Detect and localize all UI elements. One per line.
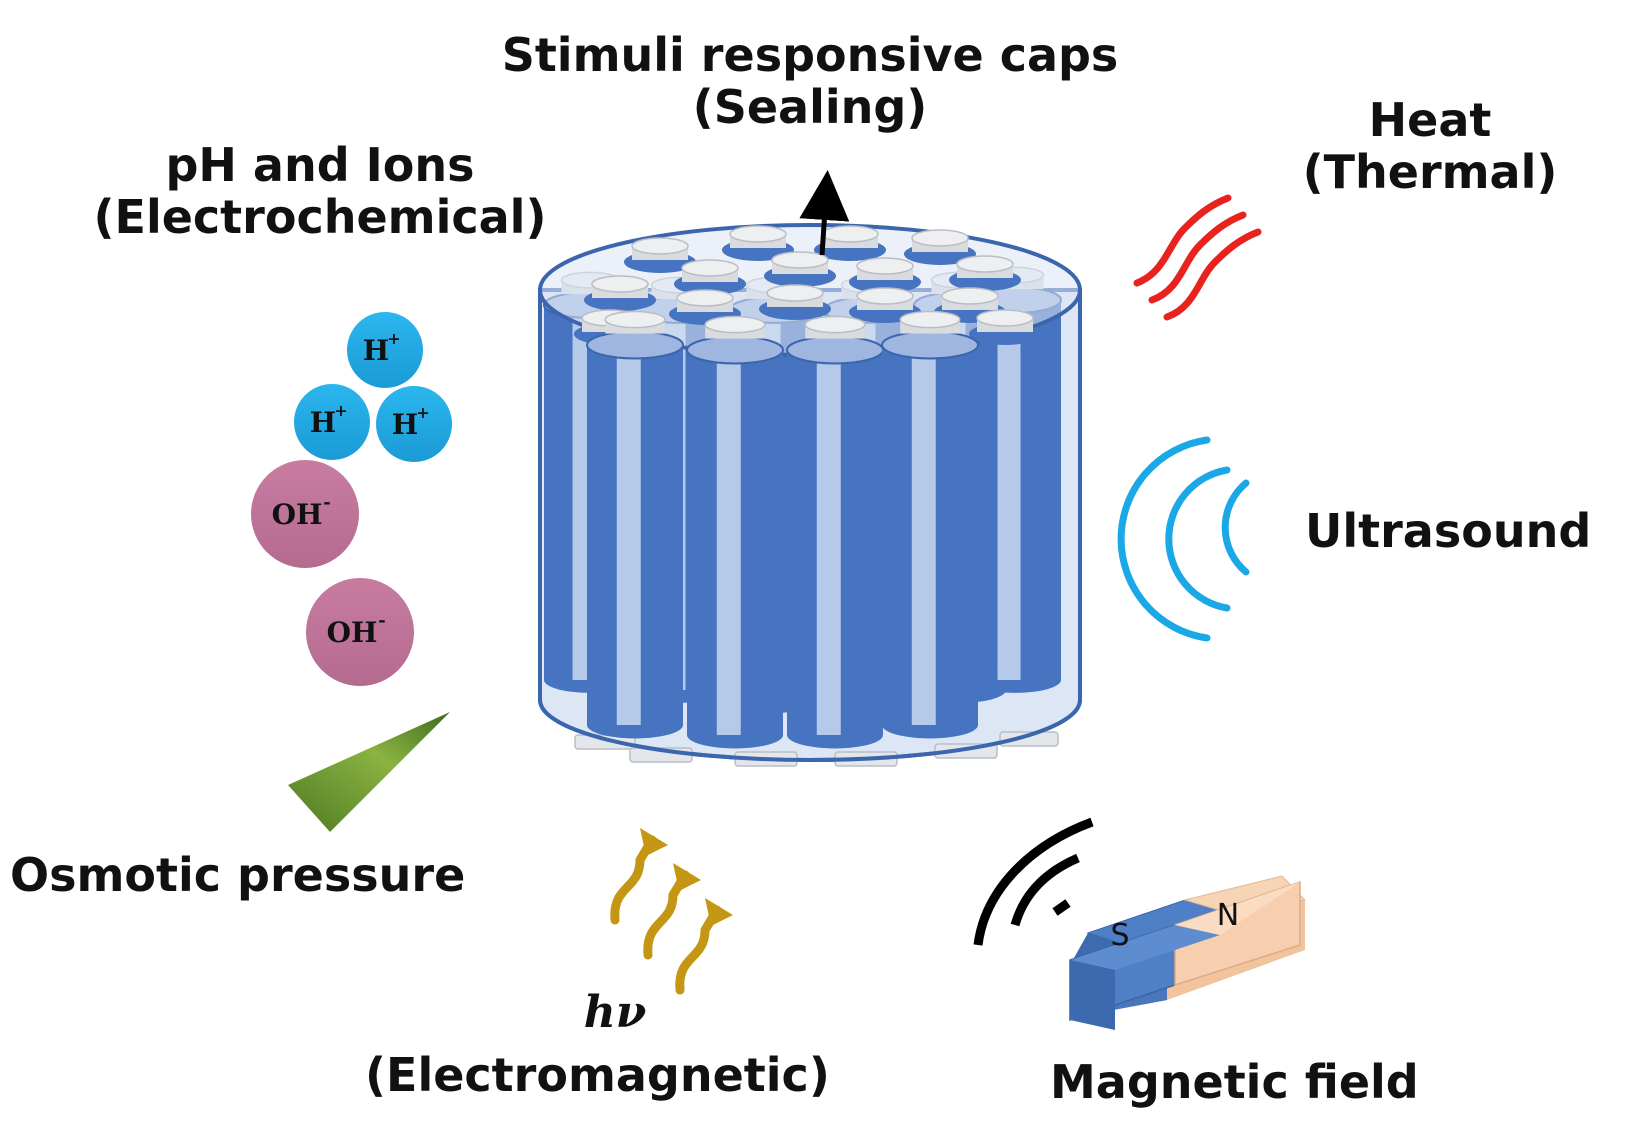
svg-text:H: H [392, 408, 418, 441]
ion-cluster: H + H + H + OH - OH - [251, 312, 452, 686]
svg-text:-: - [323, 492, 330, 513]
cap [949, 255, 1021, 291]
porous-cylinder [538, 170, 1082, 767]
pore-tube [686, 315, 784, 749]
svg-text:H: H [363, 334, 389, 367]
osmotic-pressure-label: Osmotic pressure [10, 848, 466, 902]
hydroxide-ion: OH - [251, 460, 359, 568]
cap [674, 259, 746, 295]
cap [904, 229, 976, 265]
heat-label: Heat (Thermal) [1302, 93, 1558, 199]
ultrasound-waves-icon [1117, 436, 1250, 642]
magnetic-field-arcs-icon [973, 817, 1094, 946]
magnetic-field-label: Magnetic field [1050, 1055, 1419, 1109]
hydrogen-ion: H + [376, 386, 452, 462]
hydrogen-ion: H + [347, 312, 423, 388]
svg-text:H: H [310, 406, 336, 439]
cap [624, 237, 696, 273]
light-symbol: hν [584, 987, 647, 1038]
front-tube-row [586, 310, 979, 749]
sealing-arrow [799, 170, 850, 256]
cap [669, 289, 741, 325]
heat-waves-icon [1133, 194, 1262, 321]
pore-tube [586, 310, 684, 739]
cap [764, 251, 836, 287]
svg-text:OH: OH [327, 616, 378, 649]
light-arrowheads [640, 828, 733, 926]
electromagnetic-label: (Electromagnetic) [365, 1048, 830, 1102]
cap [584, 275, 656, 311]
svg-text:+: + [416, 403, 429, 422]
bar-magnet-icon: S N [1069, 875, 1306, 1030]
hydrogen-ion: H + [294, 384, 370, 460]
svg-text:-: - [378, 610, 385, 631]
svg-text:OH: OH [272, 498, 323, 531]
caps-label: Stimuli responsive caps (Sealing) [501, 28, 1119, 134]
cap [969, 309, 1041, 345]
magnet-north-label: N [1217, 898, 1239, 933]
cap [722, 225, 794, 261]
cap [814, 225, 886, 261]
svg-text:+: + [387, 329, 400, 348]
pore-tube [881, 310, 979, 739]
cap [849, 257, 921, 293]
svg-text:+: + [334, 401, 347, 420]
ph-ions-label: pH and Ions (Electrochemical) [93, 138, 547, 244]
ultrasound-label: Ultrasound [1305, 504, 1592, 558]
hydroxide-ion: OH - [306, 578, 414, 686]
pore-tube [786, 315, 884, 749]
osmotic-wedge-icon [288, 712, 450, 832]
magnet-south-label: S [1110, 918, 1129, 953]
light-arrows-icon [610, 835, 722, 995]
cap [759, 284, 831, 320]
top-caps [574, 225, 1041, 345]
